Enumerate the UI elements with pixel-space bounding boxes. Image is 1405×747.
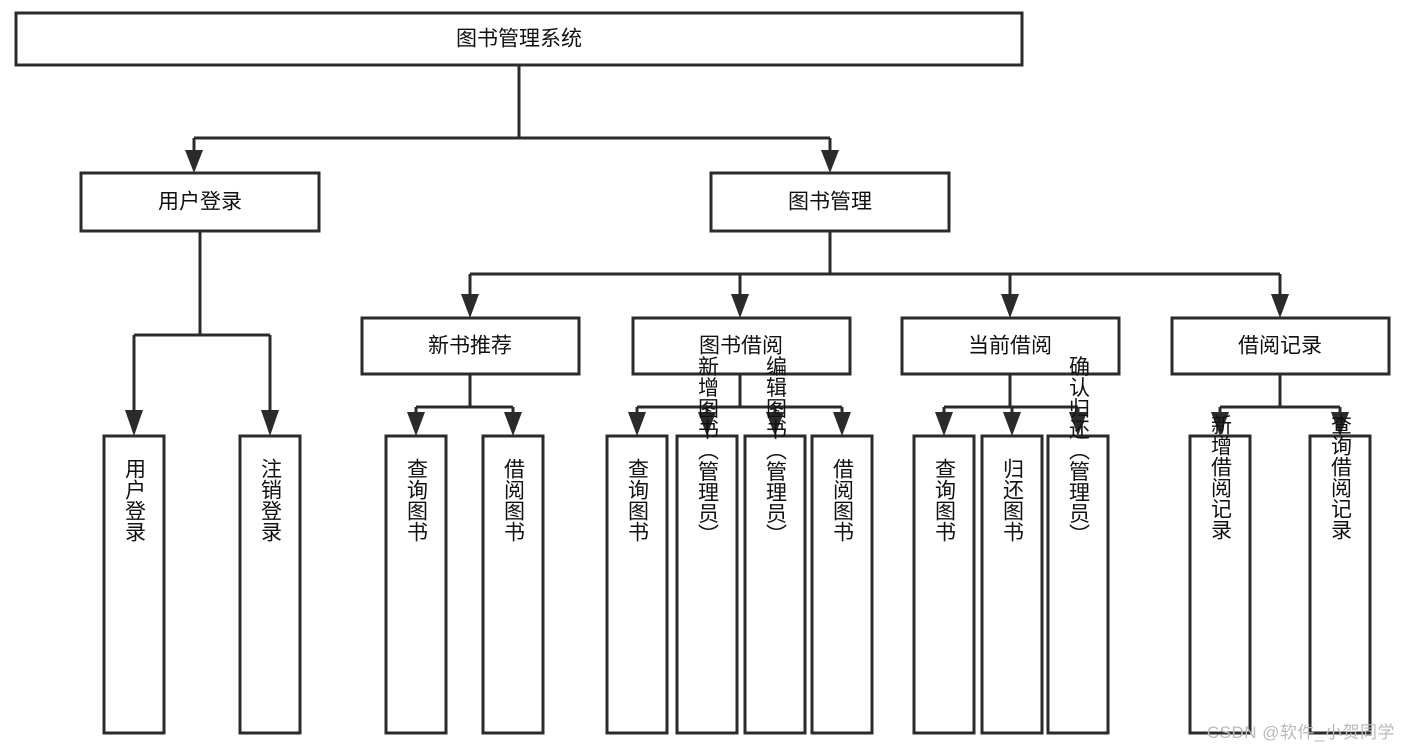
arrow-head-book-manage bbox=[821, 150, 839, 173]
node-leaf-add-book-box[interactable] bbox=[675, 434, 739, 735]
arrow-head-book-borrow bbox=[731, 294, 749, 318]
node-leaf-borrow-book-1-label: 借阅图书 bbox=[502, 458, 526, 542]
node-leaf-borrow-book-1[interactable]: 借阅图书 bbox=[481, 434, 545, 735]
node-current-borrow-label: 当前借阅 bbox=[968, 335, 1052, 358]
node-leaf-query-book-1[interactable]: 查询图书 bbox=[384, 434, 448, 735]
node-leaf-logout-box[interactable] bbox=[238, 434, 302, 735]
node-leaf-add-book[interactable]: 新增图书（管理员） bbox=[675, 356, 739, 735]
arrow-head-leaf-add-book bbox=[698, 412, 716, 436]
node-new-book-rec[interactable]: 新书推荐 bbox=[360, 316, 581, 376]
node-leaf-confirm-return[interactable]: 确认归还（管理员） bbox=[1046, 356, 1110, 735]
node-leaf-add-record-box[interactable] bbox=[1188, 434, 1252, 735]
node-new-book-rec-box[interactable] bbox=[360, 316, 581, 376]
node-leaf-query-book-1-label: 查询图书 bbox=[405, 458, 429, 542]
node-leaf-user-login-box[interactable] bbox=[102, 434, 166, 735]
node-leaf-return-book[interactable]: 归还图书 bbox=[980, 434, 1044, 735]
connector-layer bbox=[125, 65, 1349, 436]
node-leaf-return-book-box[interactable] bbox=[980, 434, 1044, 735]
arrow-head-leaf-borrow-book-2 bbox=[833, 412, 851, 436]
arrow-head-leaf-confirm-return bbox=[1069, 412, 1087, 436]
node-book-borrow[interactable]: 图书借阅 bbox=[631, 316, 852, 376]
node-current-borrow[interactable]: 当前借阅 bbox=[900, 316, 1121, 376]
node-leaf-user-login[interactable]: 用户登录 bbox=[102, 434, 166, 735]
node-leaf-confirm-return-label: 确认归还（管理员） bbox=[1067, 356, 1091, 545]
node-leaf-logout[interactable]: 注销登录 bbox=[238, 434, 302, 735]
node-book-manage-box[interactable] bbox=[709, 171, 951, 233]
node-user-login[interactable]: 用户登录 bbox=[79, 171, 321, 233]
arrow-head-leaf-edit-book bbox=[766, 412, 784, 436]
node-leaf-edit-book[interactable]: 编辑图书（管理员） bbox=[743, 356, 807, 735]
node-root-label: 图书管理系统 bbox=[456, 28, 582, 51]
node-leaf-query-book-3-label: 查询图书 bbox=[933, 458, 957, 542]
node-user-login-box[interactable] bbox=[79, 171, 321, 233]
node-book-borrow-label: 图书借阅 bbox=[699, 335, 783, 358]
node-leaf-borrow-book-2[interactable]: 借阅图书 bbox=[810, 434, 874, 735]
node-leaf-add-book-label: 新增图书（管理员） bbox=[696, 356, 720, 545]
node-leaf-query-book-2-label: 查询图书 bbox=[626, 458, 650, 542]
node-leaf-borrow-book-1-box[interactable] bbox=[481, 434, 545, 735]
arrow-head-leaf-logout bbox=[261, 410, 279, 436]
node-leaf-confirm-return-box[interactable] bbox=[1046, 434, 1110, 735]
node-book-manage[interactable]: 图书管理 bbox=[709, 171, 951, 233]
watermark-text: CSDN @软件_小贺同学 bbox=[1206, 723, 1395, 742]
node-book-borrow-box[interactable] bbox=[631, 316, 852, 376]
arrow-head-leaf-add-record bbox=[1211, 412, 1229, 436]
node-leaf-query-book-2-box[interactable] bbox=[605, 434, 669, 735]
node-leaf-edit-book-label: 编辑图书（管理员） bbox=[764, 356, 788, 545]
arrow-head-leaf-query-book-2 bbox=[628, 412, 646, 436]
node-leaf-user-login-label: 用户登录 bbox=[123, 458, 147, 542]
node-leaf-query-record-box[interactable] bbox=[1308, 434, 1372, 735]
arrow-head-leaf-query-book-3 bbox=[935, 412, 953, 436]
arrow-head-leaf-user-login bbox=[125, 410, 143, 436]
node-root[interactable]: 图书管理系统 bbox=[14, 11, 1024, 67]
node-leaf-query-record[interactable]: 查询借阅记录 bbox=[1308, 414, 1372, 735]
node-new-book-rec-label: 新书推荐 bbox=[428, 335, 512, 358]
node-leaf-query-book-1-box[interactable] bbox=[384, 434, 448, 735]
node-book-manage-label: 图书管理 bbox=[788, 191, 872, 214]
arrow-head-new-book-rec bbox=[461, 294, 479, 318]
node-root-box[interactable] bbox=[14, 11, 1024, 67]
node-leaf-edit-book-box[interactable] bbox=[743, 434, 807, 735]
arrow-head-user-login bbox=[185, 150, 203, 173]
node-leaf-query-record-label: 查询借阅记录 bbox=[1329, 414, 1353, 540]
node-leaf-borrow-book-2-box[interactable] bbox=[810, 434, 874, 735]
node-leaf-query-book-2[interactable]: 查询图书 bbox=[605, 434, 669, 735]
node-leaf-query-book-3-box[interactable] bbox=[912, 434, 976, 735]
node-leaf-query-book-3[interactable]: 查询图书 bbox=[912, 434, 976, 735]
arrow-head-leaf-query-record bbox=[1331, 412, 1349, 436]
arrow-head-borrow-record bbox=[1271, 294, 1289, 318]
node-leaf-return-book-label: 归还图书 bbox=[1001, 458, 1025, 542]
node-borrow-record[interactable]: 借阅记录 bbox=[1170, 316, 1391, 376]
node-current-borrow-box[interactable] bbox=[900, 316, 1121, 376]
arrow-head-current-borrow bbox=[1001, 294, 1019, 318]
node-leaf-add-record-label: 新增借阅记录 bbox=[1209, 414, 1233, 540]
node-borrow-record-box[interactable] bbox=[1170, 316, 1391, 376]
node-user-login-label: 用户登录 bbox=[158, 191, 242, 214]
node-leaf-add-record[interactable]: 新增借阅记录 bbox=[1188, 414, 1252, 735]
node-leaf-borrow-book-2-label: 借阅图书 bbox=[831, 458, 855, 542]
arrow-head-leaf-borrow-book-1 bbox=[504, 412, 522, 436]
node-borrow-record-label: 借阅记录 bbox=[1238, 335, 1322, 358]
node-leaf-logout-label: 注销登录 bbox=[259, 458, 283, 542]
arrow-head-leaf-query-book-1 bbox=[407, 412, 425, 436]
arrow-head-leaf-return-book bbox=[1003, 412, 1021, 436]
